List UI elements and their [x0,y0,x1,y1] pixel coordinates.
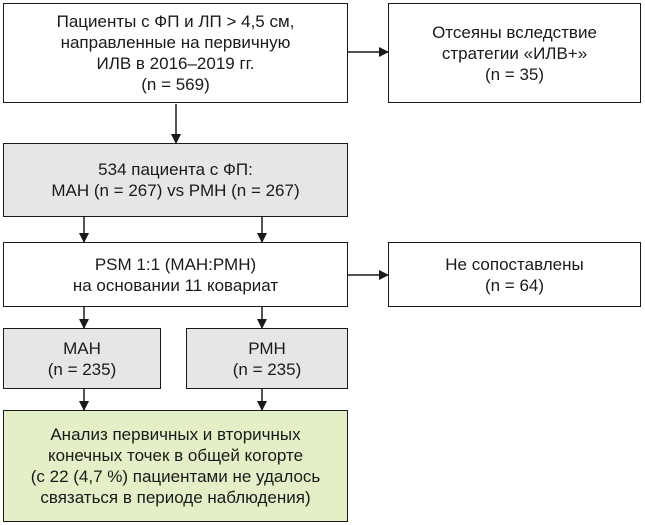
box-excluded-line-1: Отсеяны вследствие [432,22,597,42]
box-cohort-line-2: МАН (n = 267) vs РМН (n = 267) [51,181,300,200]
box-analysis: Анализ первичных и вторичных конечных то… [3,410,348,522]
box-man-line-1: МАН [63,338,101,358]
box-excluded: Отсеяны вследствие стратегии «ИЛВ+» (n =… [388,3,641,103]
box-excluded-line-3: (n = 35) [484,64,545,84]
box-excluded-line-2: стратегии «ИЛВ+» [441,43,588,63]
box-rmn: РМН (n = 235) [186,328,348,389]
box-initial-patients: Пациенты с ФП и ЛП > 4,5 см, направленны… [3,3,348,103]
box-unmatched-line-1: Не сопоставлены [445,254,584,274]
box-initial-line-2: направленные на первичную [60,33,291,52]
box-initial-line-1: Пациенты с ФП и ЛП > 4,5 см, [56,12,295,31]
box-man-line-2: (n = 235) [47,359,117,379]
box-initial-line-4: (n = 569) [141,75,210,94]
box-psm-line-1: PSM 1:1 (МАН:РМН) [94,254,257,274]
box-cohort: 534 пациента с ФП: МАН (n = 267) vs РМН … [3,143,348,217]
box-cohort-line-1: 534 пациента с ФП: [98,160,253,179]
box-psm: PSM 1:1 (МАН:РМН) на основании 11 ковари… [3,242,348,307]
box-analysis-line-4: связаться в периоде наблюдения) [40,488,311,507]
box-unmatched: Не сопоставлены (n = 64) [388,242,641,307]
box-analysis-line-2: конечных точек в общей когорте [47,446,304,465]
box-rmn-line-2: (n = 235) [232,359,302,379]
box-unmatched-line-2: (n = 64) [484,275,545,295]
box-man: МАН (n = 235) [3,328,161,389]
box-rmn-line-1: РМН [248,338,286,358]
box-initial-line-3: ИЛВ в 2016–2019 гг. [96,54,255,73]
box-psm-line-2: на основании 11 ковариат [72,275,279,295]
box-analysis-line-3: (с 22 (4,7 %) пациентами не удалось [30,467,321,486]
box-analysis-line-1: Анализ первичных и вторичных [50,425,301,444]
